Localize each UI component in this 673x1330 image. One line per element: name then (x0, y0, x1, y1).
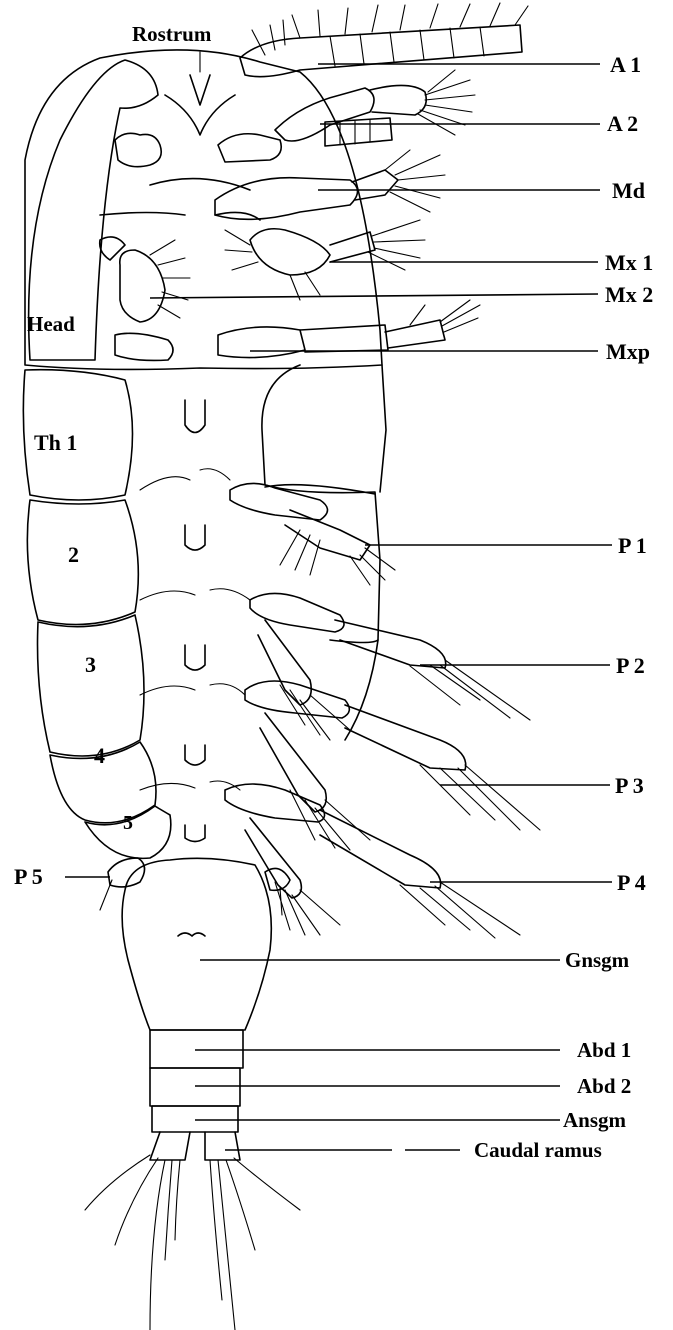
label-ansgm: Ansgm (563, 1108, 627, 1132)
label-p4: P 4 (617, 870, 646, 895)
label-p2: P 2 (616, 653, 645, 678)
th3-segment (38, 615, 145, 756)
label-rostrum: Rostrum (132, 22, 212, 46)
label-head: Head (27, 312, 75, 336)
right-body-outline (262, 365, 386, 740)
sternal-plates (185, 400, 205, 842)
th2-segment (27, 500, 138, 625)
anal-somite (152, 1106, 238, 1132)
label-p5: P 5 (14, 864, 43, 889)
label-seg3: 3 (85, 652, 96, 677)
label-p1: P 1 (618, 533, 647, 558)
abd2-segment (150, 1068, 240, 1106)
leg-p1 (140, 469, 395, 585)
label-abd1: Abd 1 (577, 1038, 631, 1062)
caudal-ramus-right (205, 1132, 240, 1160)
leg-p5 (100, 858, 290, 915)
maxilla-mx2 (100, 237, 190, 322)
label-p3: P 3 (615, 773, 644, 798)
abd1-segment (150, 1030, 243, 1068)
maxillule-mx1 (225, 220, 425, 300)
label-seg2: 2 (68, 542, 79, 567)
rostrum-shape (165, 75, 235, 135)
label-abd2: Abd 2 (577, 1074, 631, 1098)
label-mx1: Mx 1 (605, 250, 653, 275)
caudal-ramus-left (150, 1132, 190, 1160)
antenna-a2 (275, 70, 475, 146)
caudal-setae (85, 1155, 300, 1330)
label-seg4: 4 (94, 743, 105, 768)
label-seg5: 5 (123, 812, 133, 834)
label-caudal-ramus: Caudal ramus (474, 1138, 602, 1162)
antennule-a1 (240, 3, 528, 77)
label-mxp: Mxp (606, 339, 650, 364)
leg-p3 (140, 681, 540, 850)
label-mx2: Mx 2 (605, 282, 653, 307)
label-th1: Th 1 (34, 430, 77, 455)
genital-somite (122, 858, 271, 1030)
label-gnsgm: Gnsgm (565, 948, 630, 972)
label-md: Md (612, 178, 645, 203)
leader-lines (65, 64, 612, 1150)
label-a2: A 2 (607, 111, 638, 136)
label-a1: A 1 (610, 52, 641, 77)
